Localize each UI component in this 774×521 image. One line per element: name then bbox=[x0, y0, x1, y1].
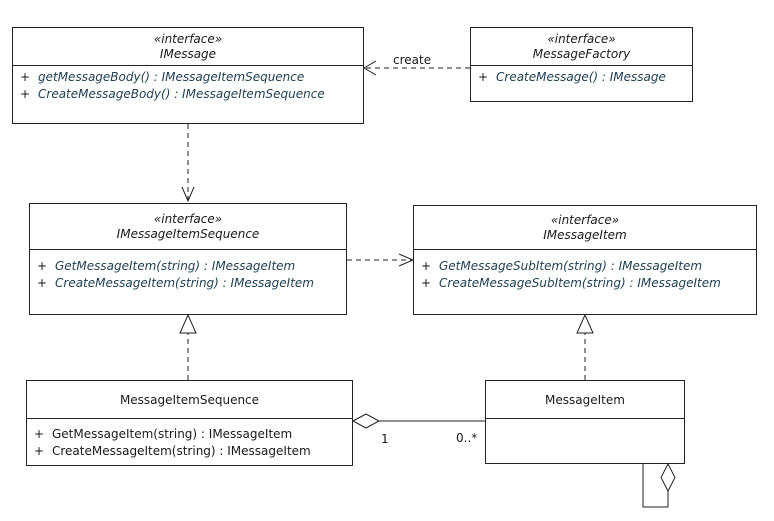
stereotype-label: «interface» bbox=[153, 32, 223, 46]
sequence-to-item-dependency bbox=[347, 253, 415, 267]
class-name: IMessage bbox=[159, 47, 217, 61]
message-item-sequence-class[interactable]: MessageItemSequence +GetMessageItem(stri… bbox=[26, 380, 353, 466]
class-name: IMessageItem bbox=[543, 228, 627, 242]
imessage-to-sequence-dependency bbox=[181, 124, 195, 203]
operation: +CreateMessage() : IMessage bbox=[478, 70, 666, 84]
class-name: MessageItem bbox=[545, 393, 625, 407]
operation: +CreateMessageItem(string) : IMessageIte… bbox=[37, 276, 314, 290]
operation: +CreateMessageSubItem(string) : IMessage… bbox=[421, 276, 721, 290]
create-dependency bbox=[363, 60, 470, 76]
stereotype-label: «interface» bbox=[550, 213, 620, 227]
operation: +CreateMessageBody() : IMessageItemSeque… bbox=[20, 87, 325, 101]
create-label: create bbox=[393, 53, 432, 67]
operation: +GetMessageItem(string) : IMessageItem bbox=[37, 259, 296, 273]
imessage-interface[interactable]: «interface» IMessage +getMessageBody() :… bbox=[12, 27, 364, 124]
item-realization bbox=[576, 313, 594, 380]
operation: +getMessageBody() : IMessageItemSequence bbox=[20, 70, 305, 84]
imessage-item-interface[interactable]: «interface» IMessageItem +GetMessageSubI… bbox=[413, 205, 757, 315]
operation: +GetMessageSubItem(string) : IMessageIte… bbox=[421, 259, 703, 273]
item-self-aggregation bbox=[642, 462, 676, 508]
imessage-item-sequence-interface[interactable]: «interface» IMessageItemSequence +GetMes… bbox=[29, 203, 347, 315]
message-item-class[interactable]: MessageItem bbox=[485, 380, 685, 464]
class-name: MessageItemSequence bbox=[119, 393, 260, 407]
stereotype-label: «interface» bbox=[153, 212, 223, 226]
class-name: IMessageItemSequence bbox=[116, 227, 260, 241]
operation: +CreateMessageItem(string) : IMessageIte… bbox=[34, 444, 311, 458]
operation: +GetMessageItem(string) : IMessageItem bbox=[34, 427, 293, 441]
stereotype-label: «interface» bbox=[547, 32, 616, 46]
multiplicity-one: 1 bbox=[381, 432, 389, 446]
sequence-item-aggregation bbox=[351, 413, 485, 429]
class-name: MessageFactory bbox=[532, 47, 631, 61]
message-factory-interface[interactable]: «interface» MessageFactory +CreateMessag… bbox=[470, 27, 693, 102]
sequence-realization bbox=[179, 313, 197, 380]
multiplicity-many: 0..* bbox=[456, 431, 478, 445]
